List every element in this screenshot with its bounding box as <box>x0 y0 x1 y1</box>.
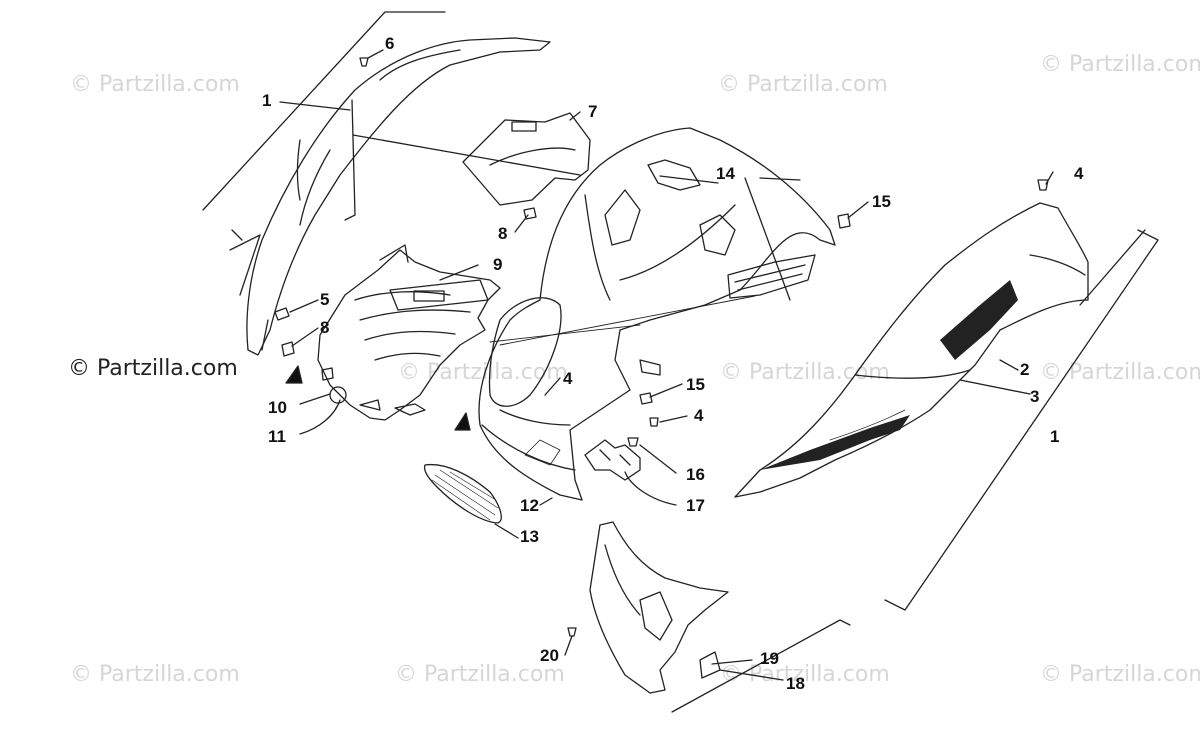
clip-5 <box>274 307 290 321</box>
screw-20 <box>567 627 577 637</box>
callout-4: 4 <box>694 406 704 425</box>
callout-16: 16 <box>686 465 705 484</box>
grille-13 <box>423 463 502 524</box>
callout-1: 1 <box>1050 427 1060 446</box>
callout-19: 19 <box>760 649 779 668</box>
watermark: © Partzilla.com <box>70 72 240 97</box>
callout-8: 8 <box>320 318 330 337</box>
screw-4 <box>1037 179 1049 191</box>
bracket-16-17 <box>584 439 641 481</box>
nose-cowl <box>478 127 836 501</box>
callout-17: 17 <box>686 496 705 515</box>
decal-7 <box>462 112 591 206</box>
clip-8b <box>523 207 537 220</box>
clip-15 <box>837 213 851 229</box>
callout-8: 8 <box>498 224 508 243</box>
watermark: © Partzilla.com <box>720 360 890 385</box>
callout-4: 4 <box>1074 164 1084 183</box>
callout-1: 1 <box>262 91 272 110</box>
callout-9: 9 <box>493 255 503 274</box>
bracket-line-1 <box>202 11 446 211</box>
callout-18: 18 <box>786 674 805 693</box>
callout-2: 2 <box>1020 360 1030 379</box>
bracket-line-1b <box>884 229 1159 611</box>
callout-3: 3 <box>1030 387 1040 406</box>
watermark: © Partzilla.com <box>1040 52 1200 77</box>
watermark-primary: © Partzilla.com <box>68 356 238 381</box>
callout-7: 7 <box>588 102 598 121</box>
front-nose-piece <box>229 229 501 421</box>
callout-14: 14 <box>716 164 735 183</box>
arrow-marker <box>285 365 303 384</box>
callout-6: 6 <box>385 34 395 53</box>
watermark: © Partzilla.com <box>70 662 240 687</box>
screw-4c <box>649 417 659 427</box>
clip-8 <box>281 341 295 357</box>
clip-15b <box>639 392 653 405</box>
watermark: © Partzilla.com <box>395 662 565 687</box>
callout-15: 15 <box>872 192 891 211</box>
callout-4: 4 <box>563 369 573 388</box>
bracket-line-18 <box>671 619 851 713</box>
callout-10: 10 <box>268 398 287 417</box>
callout-15: 15 <box>686 375 705 394</box>
arrow-marker <box>454 412 471 431</box>
screw-16 <box>627 437 639 447</box>
callout-11: 11 <box>268 427 286 446</box>
watermark: © Partzilla.com <box>718 72 888 97</box>
callout-12: 12 <box>520 496 539 515</box>
side-panel-left <box>246 37 551 356</box>
callout-20: 20 <box>540 646 559 665</box>
callout-5: 5 <box>320 290 330 309</box>
callout-13: 13 <box>520 527 539 546</box>
lower-pan-18 <box>589 521 729 694</box>
watermark: © Partzilla.com <box>1040 662 1200 687</box>
side-panel-right <box>734 202 1089 498</box>
screw-6 <box>359 57 369 67</box>
